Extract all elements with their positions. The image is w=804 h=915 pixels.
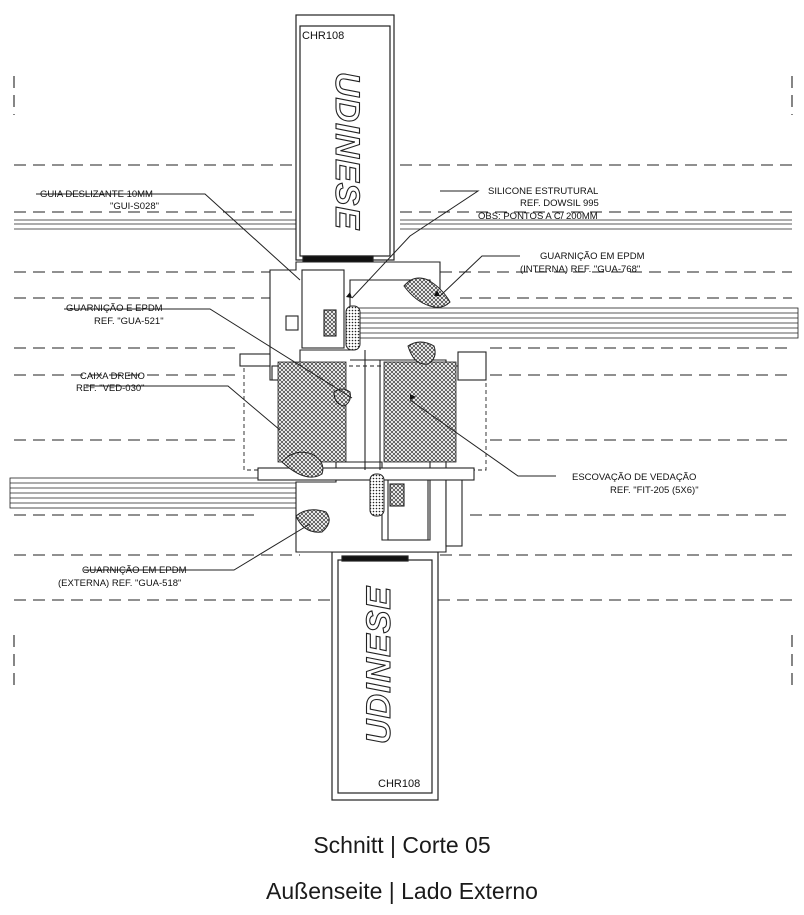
bottom-mullion-profile bbox=[331, 551, 439, 801]
label-guarnicao-int-line2: (INTERNA) REF. "GUA-768" bbox=[520, 264, 640, 275]
leader-arrowheads bbox=[346, 290, 440, 400]
top-profile-code: CHR108 bbox=[302, 30, 344, 42]
gasket-gua-768 bbox=[403, 277, 451, 308]
brush-seal-zones bbox=[277, 361, 457, 463]
label-escovacao-line1: ESCOVAÇÃO DE VEDAÇÃO bbox=[572, 472, 696, 483]
caption-section-title: Schnitt | Corte 05 bbox=[313, 832, 491, 858]
silicone-bead-exterior bbox=[369, 473, 385, 517]
gasket-gua-521 bbox=[333, 388, 351, 407]
label-guarnicao-ext-line2: (EXTERNA) REF. "GUA-518" bbox=[58, 578, 181, 589]
label-escovacao-line2: REF. "FIT-205 (5X6)" bbox=[610, 485, 699, 496]
label-caixa-line1: CAIXA DRENO bbox=[80, 371, 145, 382]
bottom-brand-logo: UDINESE bbox=[360, 586, 398, 744]
label-guia-line2: "GUI-S028" bbox=[110, 201, 159, 212]
label-guia-line1: GUIA DESLIZANTE 10MM bbox=[40, 189, 153, 200]
solid-guide-lines bbox=[14, 219, 792, 230]
caption-side-label: Außenseite | Lado Externo bbox=[266, 878, 538, 904]
top-brand-logo: UDINESE bbox=[328, 72, 366, 230]
label-guarnicao-int-line1: GUARNIÇÃO EM EPDM bbox=[540, 251, 645, 262]
label-caixa-line2: REF. "VED-030" bbox=[76, 383, 145, 394]
label-silicone-line1: SILICONE ESTRUTURAL bbox=[488, 186, 598, 197]
label-guarnicao521-line1: GUARNIÇÃO E EPDM bbox=[66, 303, 163, 314]
epdm-gaskets bbox=[281, 277, 451, 533]
leader-lines bbox=[36, 190, 556, 571]
label-silicone-line2: REF. DOWSIL 995 bbox=[520, 198, 599, 209]
silicone-bead-interior bbox=[345, 305, 361, 351]
central-frame-assembly bbox=[239, 261, 487, 553]
gasket-interior-lower bbox=[407, 341, 436, 365]
section-drawing: CHR108 UDINESE CHR108 UDINESE bbox=[9, 14, 799, 801]
label-silicone-line3: OBS: PONTOS A C/ 200MM bbox=[478, 211, 598, 222]
label-guarnicao-ext-line1: GUARNIÇÃO EM EPDM bbox=[82, 565, 187, 576]
top-mullion-profile bbox=[295, 14, 395, 263]
dashed-reference-lines bbox=[13, 76, 793, 690]
label-guarnicao521-line2: REF. "GUA-521" bbox=[94, 316, 164, 327]
structural-silicone bbox=[345, 305, 385, 517]
gasket-gua-518 bbox=[295, 509, 330, 533]
bottom-profile-code: CHR108 bbox=[378, 778, 420, 790]
gasket-drain-box bbox=[281, 451, 324, 478]
glass-pane-interior bbox=[357, 307, 799, 339]
